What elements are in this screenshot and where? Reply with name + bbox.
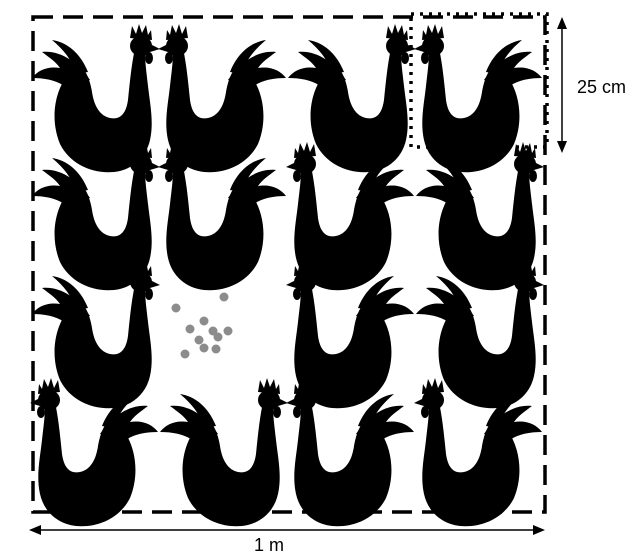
feed-pellet — [220, 293, 229, 302]
feed-pellet — [200, 344, 209, 353]
feed-pellet — [172, 304, 181, 313]
feed-pellet — [214, 333, 223, 342]
feed-pellet — [200, 317, 209, 326]
pen-width-label: 1 m — [254, 535, 284, 553]
feed-pellet — [224, 327, 233, 336]
height-dimension-arrow — [557, 17, 567, 153]
cell-size-label: 25 cm — [577, 77, 626, 97]
feed-pellet — [186, 325, 195, 334]
hen-silhouette — [160, 378, 288, 526]
feed-pellet — [195, 336, 204, 345]
feed-pellets — [172, 293, 233, 359]
hen-grid — [30, 24, 544, 526]
feed-pellet — [212, 345, 221, 354]
feed-pellet — [181, 350, 190, 359]
width-dimension-arrow — [29, 525, 545, 535]
